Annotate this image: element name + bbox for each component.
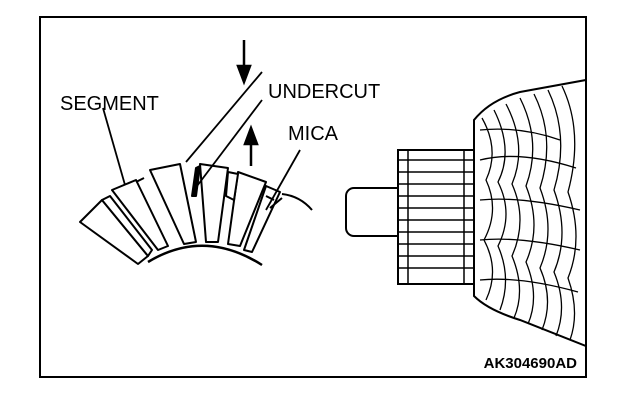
segment-label: SEGMENT xyxy=(60,93,159,115)
undercut-arrows xyxy=(236,40,259,166)
undercut-label: UNDERCUT xyxy=(268,81,380,103)
leader-lines xyxy=(102,71,301,211)
commutator-cross-section-icon xyxy=(79,163,313,267)
mica-label: MICA xyxy=(288,123,339,145)
figure-code: AK304690AD xyxy=(484,355,578,372)
armature-commutator-icon xyxy=(345,78,587,348)
